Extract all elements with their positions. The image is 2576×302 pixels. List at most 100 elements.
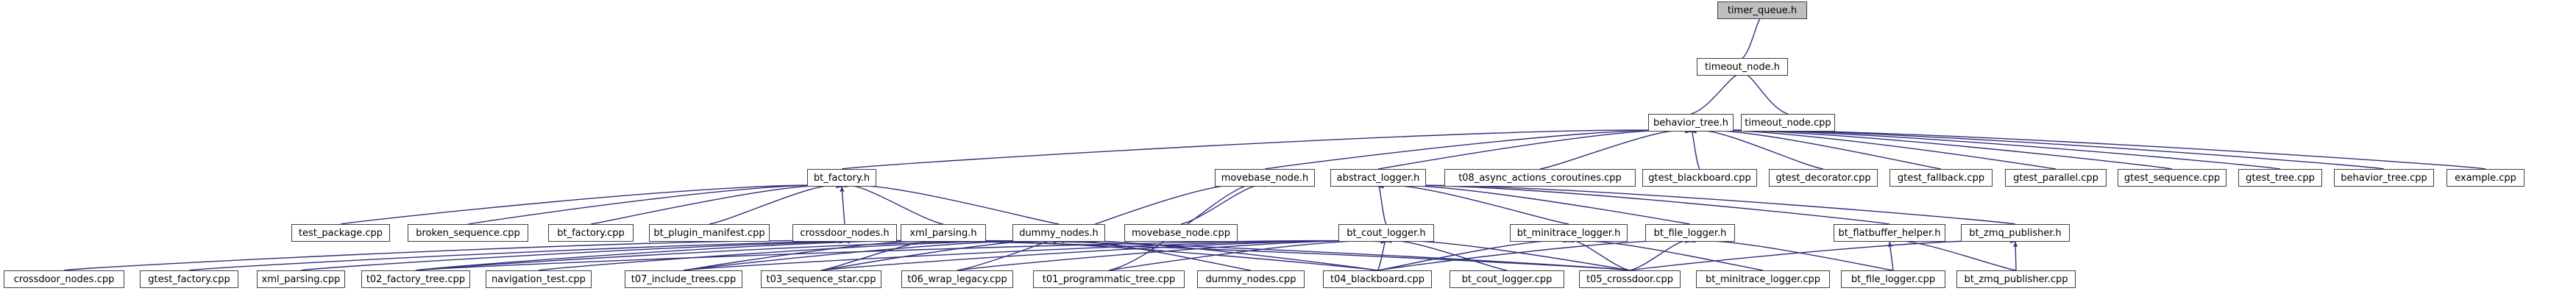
graph-node-bt_factory_h[interactable]: bt_factory.h <box>807 169 876 187</box>
graph-node-label: bt_cout_logger.h <box>1346 227 1426 239</box>
graph-node-label: bt_minitrace_logger.cpp <box>1705 273 1821 285</box>
graph-node-movebase_node_cpp[interactable]: movebase_node.cpp <box>1124 224 1238 242</box>
graph-node-label: bt_flatbuffer_helper.h <box>1838 227 1941 239</box>
graph-edge <box>1742 12 1763 59</box>
graph-node-timeout_node_cpp[interactable]: timeout_node.cpp <box>1741 114 1835 132</box>
graph-node-label: bt_file_logger.cpp <box>1851 273 1936 285</box>
graph-edge <box>1689 126 1700 170</box>
graph-edge <box>1377 238 1691 271</box>
graph-node-label: t01_programmatic_tree.cpp <box>1042 273 1176 285</box>
graph-edge <box>1376 181 1387 225</box>
graph-node-bt_zmq_publisher_cpp[interactable]: bt_zmq_publisher.cpp <box>1956 270 2076 288</box>
graph-node-bt_zmq_publisher_h[interactable]: bt_zmq_publisher.h <box>1961 224 2070 242</box>
graph-node-timer_queue_h[interactable]: timer_queue.h <box>1717 1 1807 19</box>
graph-node-gtest_tree_cpp[interactable]: gtest_tree.cpp <box>2238 169 2322 187</box>
graph-node-label: timeout_node.h <box>1705 61 1780 73</box>
graph-node-t03_sequence_star_cpp[interactable]: t03_sequence_star.cpp <box>761 270 881 288</box>
graph-node-label: bt_zmq_publisher.h <box>1969 227 2062 239</box>
graph-node-bt_minitrace_logger_cpp[interactable]: bt_minitrace_logger.cpp <box>1696 270 1830 288</box>
graph-node-t04_blackboard_cpp[interactable]: t04_blackboard.cpp <box>1323 270 1432 288</box>
graph-node-bt_cout_logger_cpp[interactable]: bt_cout_logger.cpp <box>1450 270 1564 288</box>
graph-edge <box>467 183 842 225</box>
graph-node-label: xml_parsing.h <box>909 227 977 239</box>
graph-node-label: bt_cout_logger.cpp <box>1461 273 1553 285</box>
graph-node-t01_programmatic_tree_cpp[interactable]: t01_programmatic_tree.cpp <box>1033 270 1185 288</box>
graph-node-t02_factory_tree_cpp[interactable]: t02_factory_tree.cpp <box>361 270 470 288</box>
graph-node-behavior_tree_cpp[interactable]: behavior_tree.cpp <box>2334 169 2434 187</box>
graph-node-example_cpp[interactable]: example.cpp <box>2447 169 2524 187</box>
graph-node-label: gtest_parallel.cpp <box>2013 172 2098 184</box>
graph-node-label: bt_factory.h <box>813 172 870 184</box>
graph-edge <box>841 181 944 225</box>
graph-node-label: navigation_test.cpp <box>492 273 586 285</box>
graph-node-label: movebase_node.cpp <box>1131 227 1231 239</box>
graph-edge <box>1742 70 1789 115</box>
graph-edge <box>1264 128 1692 170</box>
graph-node-gtest_fallback_cpp[interactable]: gtest_fallback.cpp <box>1890 169 1993 187</box>
graph-edge <box>1629 236 1691 271</box>
graph-node-bt_flatbuffer_helper_h[interactable]: bt_flatbuffer_helper.h <box>1834 224 1945 242</box>
graph-node-xml_parsing_h[interactable]: xml_parsing.h <box>901 224 986 242</box>
graph-node-navigation_test_cpp[interactable]: navigation_test.cpp <box>486 270 592 288</box>
graph-node-label: broken_sequence.cpp <box>416 227 520 239</box>
graph-node-xml_parsing_cpp[interactable]: xml_parsing.cpp <box>257 270 345 288</box>
graph-edge <box>2012 241 2018 271</box>
graph-node-label: t07_include_trees.cpp <box>631 273 737 285</box>
graph-edge <box>538 239 1060 271</box>
graph-node-test_package_cpp[interactable]: test_package.cpp <box>291 224 390 242</box>
graph-node-dummy_nodes_cpp[interactable]: dummy_nodes.cpp <box>1197 270 1305 288</box>
graph-node-label: t06_wrap_legacy.cpp <box>907 273 1007 285</box>
graph-edge <box>1889 237 2017 271</box>
graph-edge <box>1377 183 1890 225</box>
graph-node-t07_include_trees_cpp[interactable]: t07_include_trees.cpp <box>625 270 742 288</box>
graph-node-label: t05_crossdoor.cpp <box>1586 273 1673 285</box>
graph-node-bt_file_logger_h[interactable]: bt_file_logger.h <box>1645 224 1735 242</box>
graph-node-label: bt_minitrace_logger.h <box>1516 227 1621 239</box>
graph-node-bt_cout_logger_h[interactable]: bt_cout_logger.h <box>1338 224 1434 242</box>
graph-edge <box>1690 129 2385 170</box>
graph-node-behavior_tree_h[interactable]: behavior_tree.h <box>1648 114 1734 132</box>
graph-node-label: gtest_factory.cpp <box>148 273 230 285</box>
graph-node-label: crossdoor_nodes.cpp <box>13 273 115 285</box>
graph-node-bt_minitrace_logger_h[interactable]: bt_minitrace_logger.h <box>1510 224 1628 242</box>
graph-node-label: abstract_logger.h <box>1336 172 1420 184</box>
graph-edge <box>1887 241 1894 271</box>
graph-node-label: t02_factory_tree.cpp <box>366 273 466 285</box>
graph-node-gtest_sequence_cpp[interactable]: gtest_sequence.cpp <box>2118 169 2226 187</box>
graph-node-timeout_node_h[interactable]: timeout_node.h <box>1697 58 1788 76</box>
graph-node-dummy_nodes_h[interactable]: dummy_nodes.h <box>1012 224 1105 242</box>
graph-node-gtest_factory_cpp[interactable]: gtest_factory.cpp <box>140 270 238 288</box>
graph-node-bt_factory_cpp[interactable]: bt_factory.cpp <box>548 224 634 242</box>
graph-node-bt_file_logger_cpp[interactable]: bt_file_logger.cpp <box>1841 270 1945 288</box>
graph-node-abstract_logger_h[interactable]: abstract_logger.h <box>1330 169 1426 187</box>
graph-node-t08_async_actions_coroutines_cpp[interactable]: t08_async_actions_coroutines.cpp <box>1444 169 1636 187</box>
graph-node-t06_wrap_legacy_cpp[interactable]: t06_wrap_legacy.cpp <box>901 270 1013 288</box>
graph-node-label: behavior_tree.h <box>1653 117 1729 129</box>
graph-node-label: dummy_nodes.cpp <box>1205 273 1296 285</box>
graph-edge <box>1690 129 2281 170</box>
graph-node-label: t04_blackboard.cpp <box>1330 273 1424 285</box>
graph-node-bt_plugin_manifest_cpp[interactable]: bt_plugin_manifest.cpp <box>649 224 770 242</box>
graph-node-movebase_node_h[interactable]: movebase_node.h <box>1215 169 1315 187</box>
graph-edge <box>841 182 1060 225</box>
graph-node-gtest_blackboard_cpp[interactable]: gtest_blackboard.cpp <box>1642 169 1757 187</box>
graph-node-t05_crossdoor_cpp[interactable]: t05_crossdoor.cpp <box>1579 270 1681 288</box>
graph-node-label: t03_sequence_star.cpp <box>766 273 876 285</box>
graph-edge <box>415 239 1060 271</box>
graph-node-gtest_decorator_cpp[interactable]: gtest_decorator.cpp <box>1769 169 1878 187</box>
graph-node-gtest_parallel_cpp[interactable]: gtest_parallel.cpp <box>2005 169 2107 187</box>
graph-node-label: dummy_nodes.h <box>1019 227 1099 239</box>
graph-node-crossdoor_nodes_h[interactable]: crossdoor_nodes.h <box>792 224 897 242</box>
graph-node-label: gtest_blackboard.cpp <box>1648 172 1751 184</box>
graph-node-label: crossdoor_nodes.h <box>800 227 890 239</box>
graph-edge <box>1690 70 1743 115</box>
graph-node-label: t08_async_actions_coroutines.cpp <box>1458 172 1622 184</box>
graph-node-broken_sequence_cpp[interactable]: broken_sequence.cpp <box>408 224 528 242</box>
graph-edge <box>943 239 1631 271</box>
graph-node-crossdoor_nodes_cpp[interactable]: crossdoor_nodes.cpp <box>4 270 124 288</box>
graph-node-label: example.cpp <box>2455 172 2516 184</box>
graph-node-label: bt_plugin_manifest.cpp <box>653 227 765 239</box>
graph-edge <box>1377 184 2016 225</box>
